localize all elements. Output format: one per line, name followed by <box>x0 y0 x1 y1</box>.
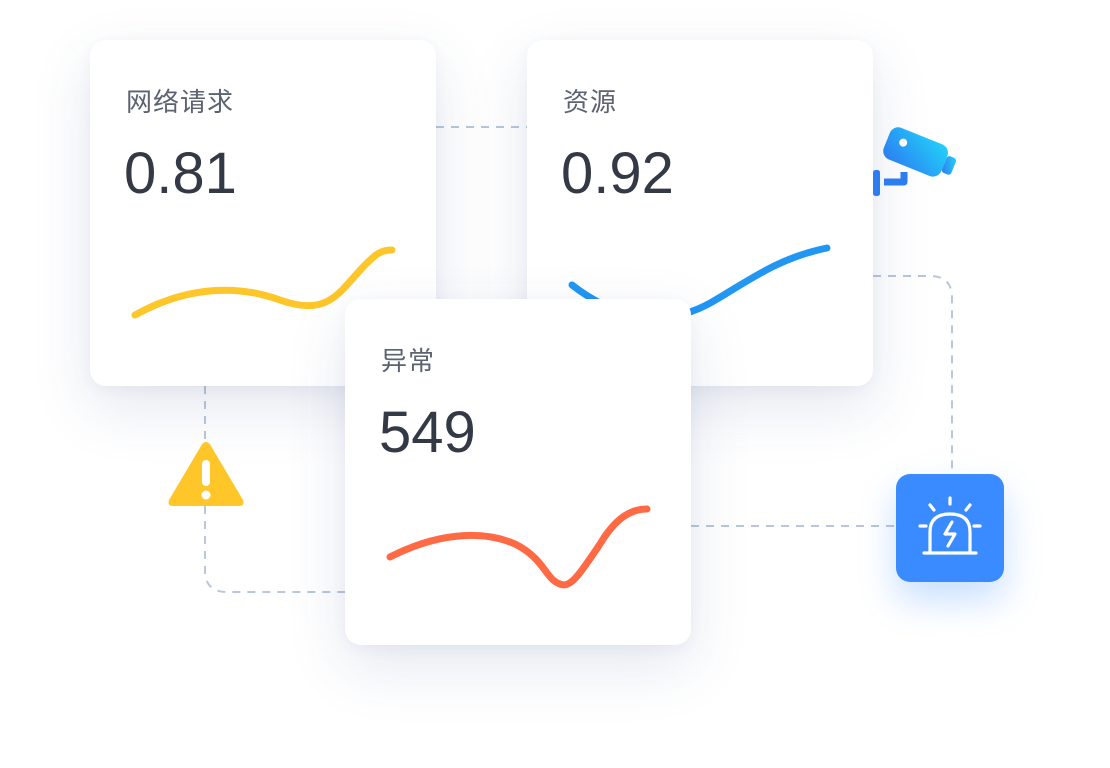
alarm-button[interactable] <box>896 474 1004 582</box>
network-request-sparkline <box>131 246 396 319</box>
network-request-value: 0.81 <box>124 141 237 206</box>
security-camera-icon <box>873 127 957 196</box>
resource-title: 资源 <box>563 88 618 118</box>
anomaly-value: 549 <box>379 400 476 465</box>
anomaly-card[interactable]: 异常 549 <box>345 299 691 645</box>
anomaly-trend-line <box>386 505 651 589</box>
anomaly-sparkline <box>386 505 651 589</box>
network-request-trend-line <box>131 246 396 319</box>
alarm-siren-icon <box>918 496 982 555</box>
resource-value: 0.92 <box>561 141 674 206</box>
warning-triangle-icon <box>168 442 244 506</box>
connector-network-warning <box>204 386 345 593</box>
anomaly-title: 异常 <box>381 347 436 377</box>
connector-resource-alarm <box>873 275 953 474</box>
network-request-title: 网络请求 <box>126 88 235 118</box>
